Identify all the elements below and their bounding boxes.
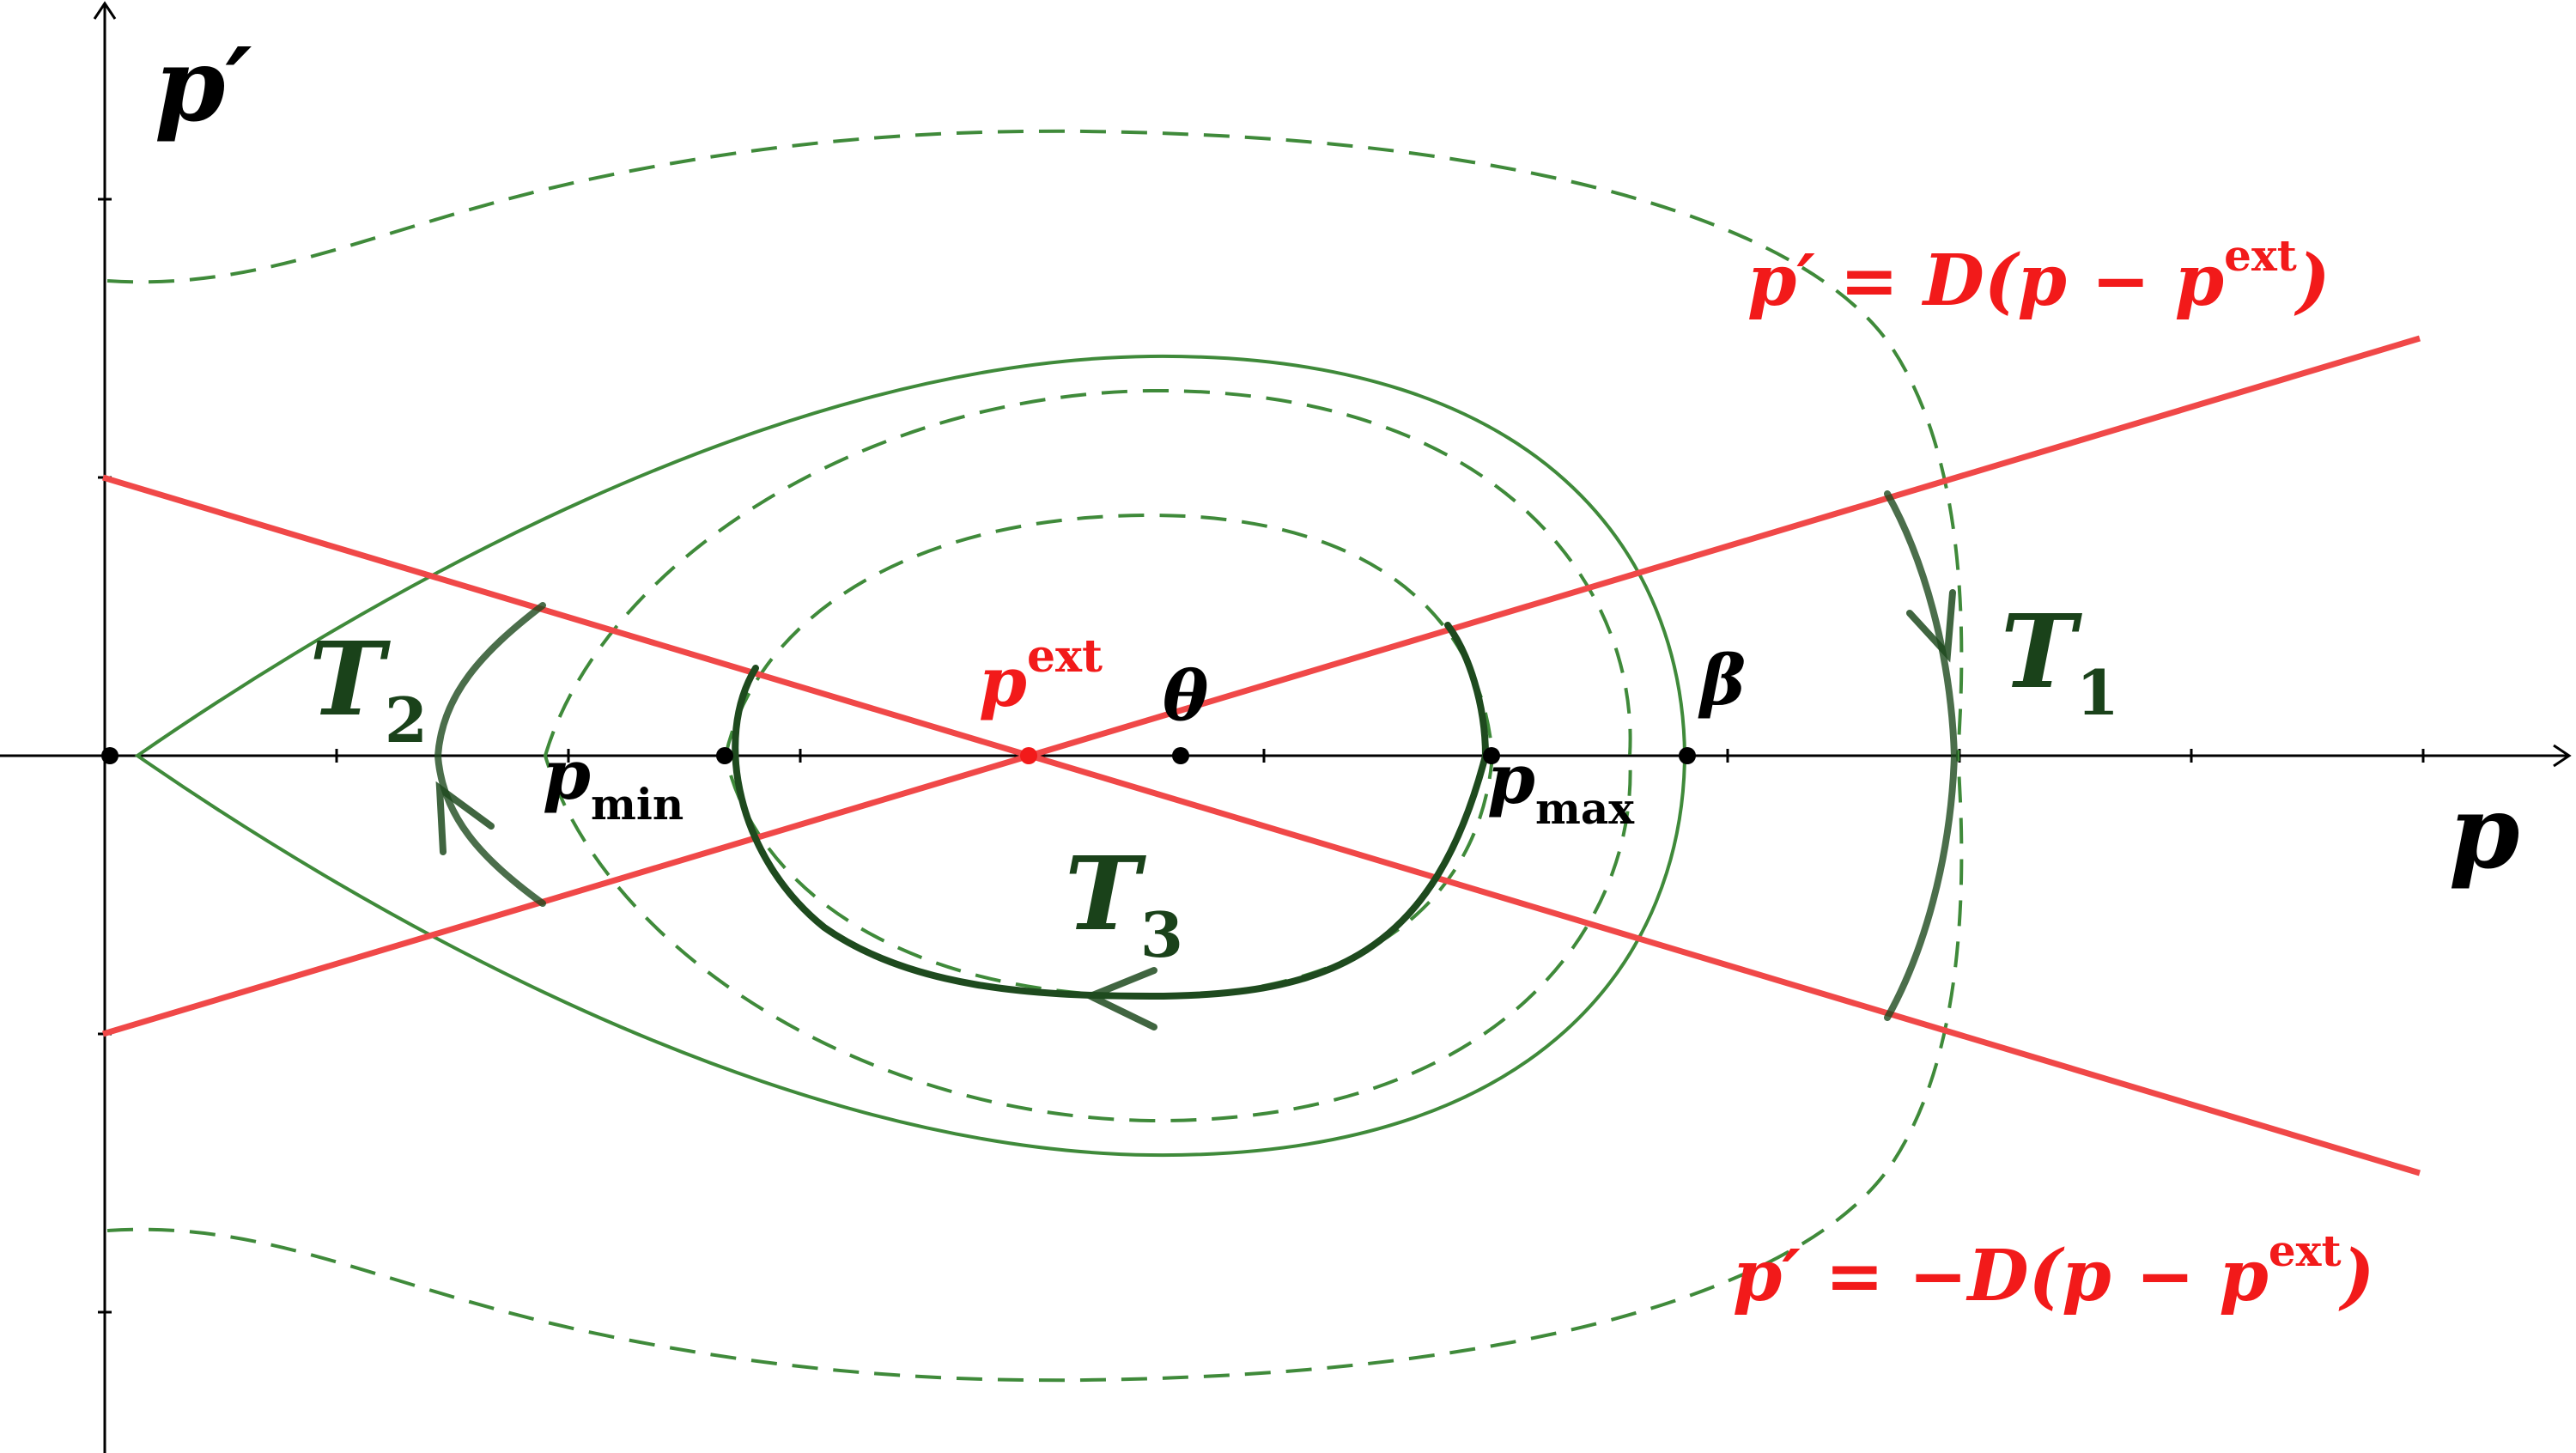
y-axis-arrow [93,1,117,20]
p-ext-point [1020,747,1037,764]
t2-label: T2 [309,619,428,757]
t3-label: T3 [1065,834,1183,971]
beta-point [1679,747,1696,764]
outer-dashed-orbit [106,129,1964,1383]
arrow-t2 [435,781,495,855]
p-max-point [1483,747,1500,764]
y-axis-label: p′ [155,25,252,144]
p-min-label: pmin [543,734,683,830]
p-ext-label: pext [979,630,1103,722]
middle-dashed-orbit [543,388,1632,1123]
p-min-point [716,747,733,764]
lower-line-label: p′ = −D(p − pext) [1733,1225,2374,1317]
beta-label: β [1698,640,1746,720]
trajectory-t1 [1884,490,1959,1021]
theta-point [1172,747,1189,764]
arrow-t1 [1906,589,1956,663]
theta-label: θ [1163,655,1209,736]
trajectory-t2 [434,602,546,907]
line-positive-slope [101,335,2421,1037]
t1-label: T1 [2001,592,2119,729]
line-negative-slope [101,474,2421,1176]
origin-point [101,747,118,764]
points [101,747,1696,764]
x-axis-label: p [2449,772,2520,891]
p-max-label: pmax [1487,739,1635,834]
upper-line-label: p′ = D(p − pext) [1747,230,2330,322]
red-lines [101,335,2421,1176]
x-axis-arrow [2553,744,2572,768]
arrow-t3 [1082,967,1157,1030]
trajectory-arrows [435,589,1956,1030]
